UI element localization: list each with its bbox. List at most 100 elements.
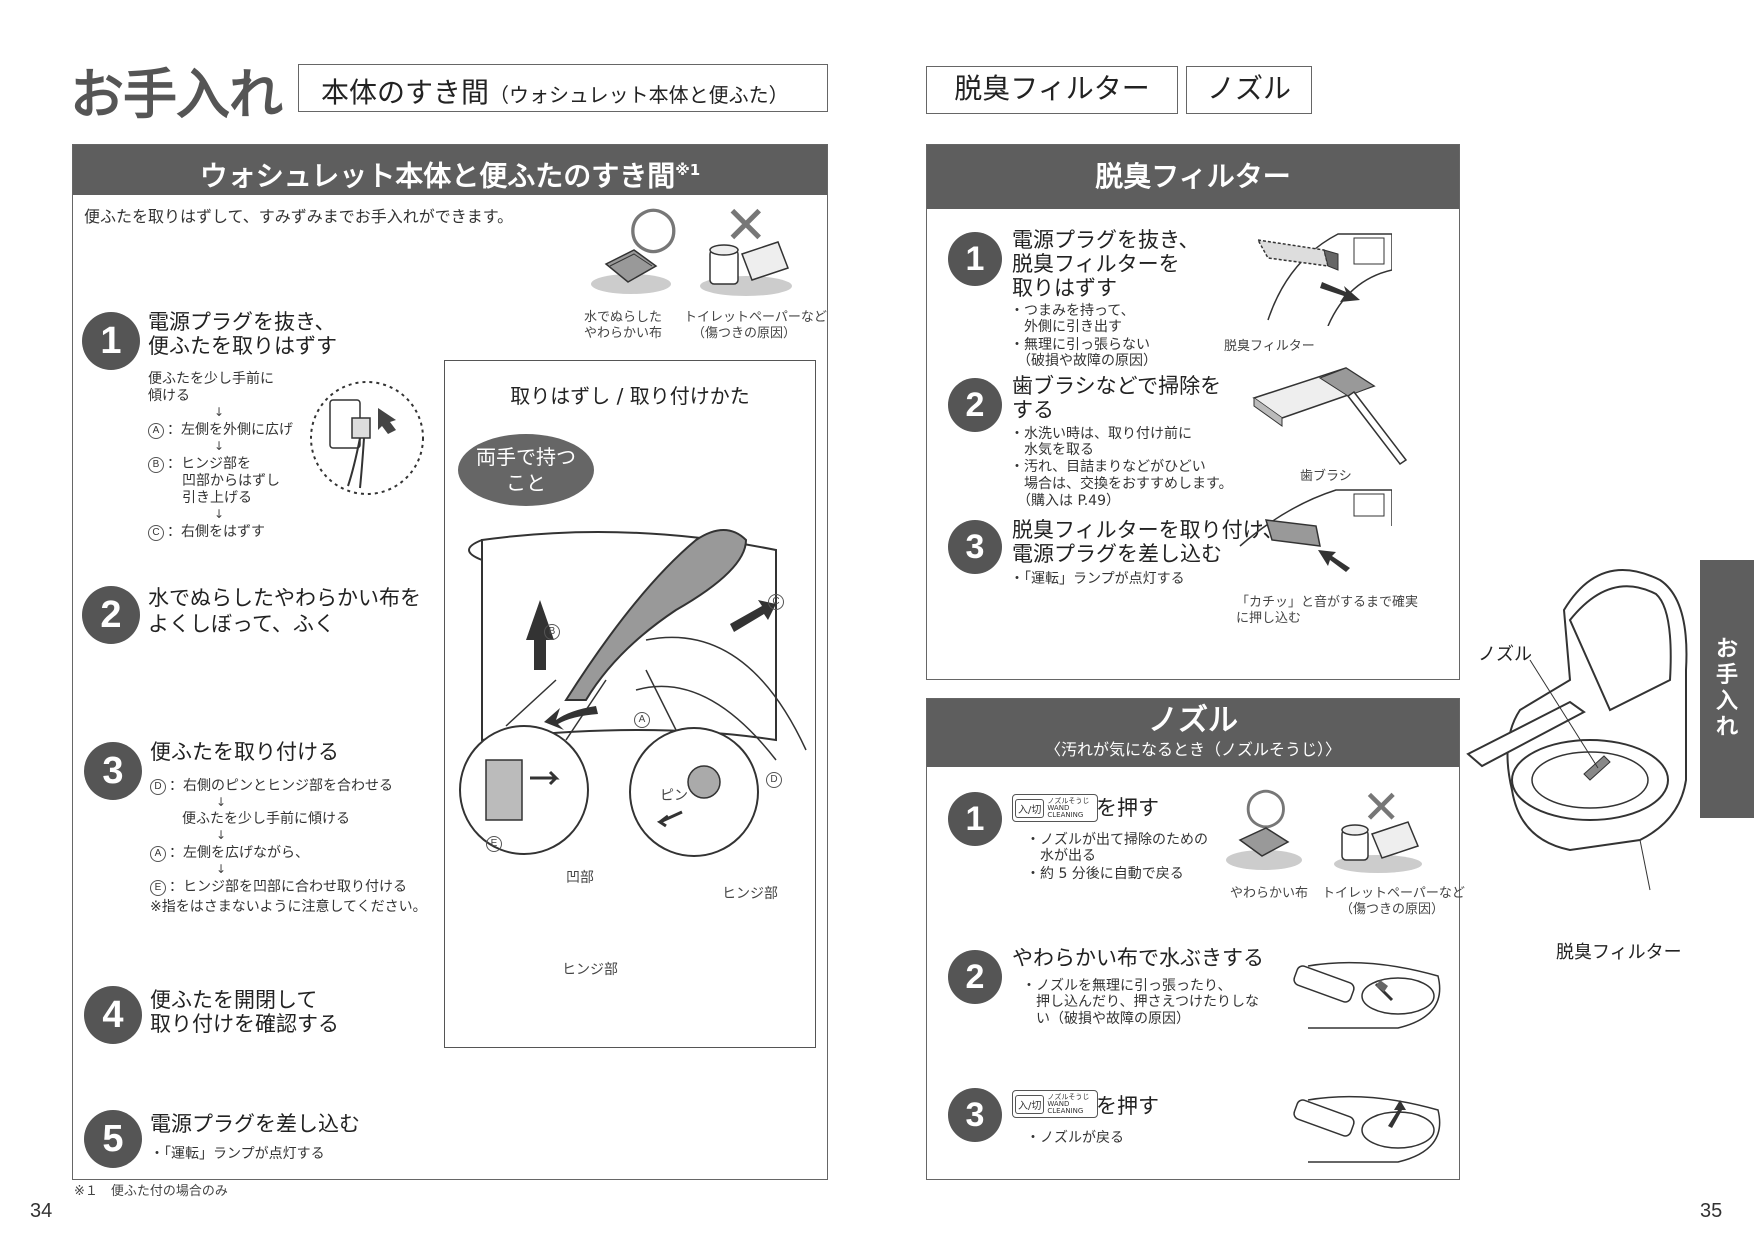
page-number-right: 35: [1700, 1200, 1723, 1222]
filter-step-1-bullet: ・無理に引っ張らない: [1010, 337, 1150, 353]
arrow-down-icon: ↓: [216, 862, 227, 876]
button-label-line: CLEANING: [1047, 1106, 1084, 1115]
circle-e-icon: E: [150, 880, 166, 896]
side-tab-char: お: [1715, 637, 1738, 662]
filter-step-3-line-1: 脱臭フィルターを取り付け、: [1012, 518, 1284, 542]
filter-step-3-bullet: ・「運転」ランプが点灯する: [1010, 571, 1185, 587]
filter-step-1-bullet: 外側に引き出す: [1010, 319, 1122, 335]
step-3-a-text: ：左側を広げながら、: [169, 845, 309, 861]
filter-step-1-line-1: 電源プラグを抜き、: [1012, 228, 1200, 252]
figure-box: [444, 360, 816, 1048]
step-1-b-text: ：ヒンジ部を: [167, 456, 251, 472]
step-2-line-1: 水でぬらしたやわらかい布を: [148, 586, 421, 610]
step-3-note: ※指をはさまないように注意してください。: [150, 899, 427, 915]
letter-a: A: [634, 712, 653, 728]
arrow-down-icon: ↓: [214, 405, 225, 419]
letter-e: E: [486, 836, 505, 852]
nozzle-section: ノズル 〈汚れが気になるとき（ノズルそうじ）〉: [926, 698, 1460, 1180]
nozzle-step-3-press: を押す: [1096, 1094, 1159, 1118]
step-1-b: B：ヒンジ部を: [148, 456, 251, 473]
filter-step-2-bullet: 場合は、交換をおすすめします。: [1010, 476, 1233, 492]
side-tab: お 手 入 れ: [1700, 560, 1754, 818]
click-caption-1: 「カチッ」と音がするまで確実: [1236, 595, 1419, 610]
filter-insert-illustration: [1239, 489, 1392, 572]
step-3-a: A：左側を広げながら、: [150, 845, 309, 862]
button-label-line: ノズルそうじ: [1047, 1092, 1090, 1101]
bubble-line-2: こと: [506, 471, 546, 495]
ng-caption-1: トイレットペーパーなど: [1322, 886, 1465, 901]
filter-step-1-line-2: 脱臭フィルターを: [1012, 252, 1180, 276]
step-1-pre-2: 傾ける: [148, 388, 190, 404]
label-deodorizer-filter: 脱臭フィルター: [1556, 942, 1682, 963]
arrow-down-icon: ↓: [214, 439, 225, 453]
letter-c: C: [768, 594, 787, 610]
circle-b-icon: B: [148, 457, 164, 473]
ok-caption-2: やわらかい布: [584, 326, 663, 341]
soft-cloth-caption: やわらかい布: [1230, 886, 1309, 901]
filter-step-2-number: 2: [948, 378, 1002, 432]
filter-header: 脱臭フィルター: [927, 145, 1459, 209]
step-3-number: 3: [84, 742, 142, 800]
section-title: ウォシュレット本体と便ふたのすき間: [199, 159, 676, 193]
unplug-illustration: [310, 381, 424, 495]
ok-mark: ○: [1244, 776, 1288, 834]
ng-mark: ✕: [1362, 780, 1401, 834]
step-1-c: C：右側をはずす: [148, 524, 265, 541]
step-1-number: 1: [82, 312, 140, 370]
step-1-b-2: 凹部からはずし: [182, 473, 280, 489]
page-number-left: 34: [30, 1200, 53, 1222]
click-caption-2: に押し込む: [1236, 611, 1302, 626]
title-box-filter: 脱臭フィルター: [926, 66, 1178, 114]
ok-mark: ○: [628, 192, 679, 260]
step-1-line-2: 便ふたを取りはずす: [148, 334, 337, 358]
letter-b: B: [544, 624, 563, 640]
tissue-illustration: [700, 241, 792, 296]
letter-d: D: [766, 772, 785, 788]
arrow-down-icon: ↓: [216, 828, 227, 842]
filter-step-2-bullet: 水気を取る: [1010, 442, 1094, 458]
arrow-down-icon: ↓: [214, 507, 225, 521]
nozzle-step-2-bullet: い（破損や故障の原因）: [1022, 1011, 1190, 1027]
filter-caption: 脱臭フィルター: [1224, 339, 1315, 354]
lid-removal-illustration: [459, 529, 807, 857]
filter-step-2-bullet: ・水洗い時は、取り付け前に: [1010, 426, 1192, 442]
intro-text: 便ふたを取りはずして、すみずみまでお手入れができます。: [84, 207, 514, 226]
brush-illustration: [1252, 367, 1408, 466]
filter-step-3-number: 3: [948, 520, 1002, 574]
arrow-down-icon: ↓: [216, 795, 227, 809]
nozzle-step-2-bullet: ・ノズルを無理に引っ張ったり、: [1022, 978, 1232, 994]
filter-step-2-bullet: ・汚れ、目詰まりなどがひどい: [1010, 459, 1206, 475]
nozzle-step-1-bullet: ・ノズルが出て掃除のための: [1026, 832, 1208, 848]
side-tab-char: れ: [1715, 715, 1738, 740]
ok-caption-1: 水でぬらした: [584, 310, 663, 325]
button-power-label: 入/切: [1015, 1094, 1045, 1114]
left-section: ウォシュレット本体と便ふたのすき間※1: [72, 144, 828, 1180]
button-label-line: CLEANING: [1047, 810, 1084, 819]
page-title: お手入れ: [70, 63, 283, 126]
step-4-number: 4: [84, 986, 142, 1044]
nozzle-step-3-number: 3: [948, 1088, 1002, 1142]
cloth-illustration: [591, 249, 671, 294]
button-power-label: 入/切: [1015, 798, 1045, 818]
wand-cleaning-button-1: 入/切 ノズルそうじ WAND CLEANING: [1012, 794, 1098, 822]
circle-e-icon: E: [486, 836, 502, 852]
step-3-tilt: 便ふたを少し手前に傾ける: [182, 811, 350, 827]
nozzle-wipe-illustration: [1293, 961, 1441, 1029]
nozzle-step-2-bullet: 押し込んだり、押さえつけたりしな: [1022, 994, 1260, 1010]
filter-step-3-line-2: 電源プラグを差し込む: [1012, 542, 1222, 566]
circle-d-icon: D: [150, 779, 166, 795]
filter-step-2-line-1: 歯ブラシなどで掃除を: [1012, 374, 1222, 398]
button-label-line: WAND: [1047, 803, 1070, 812]
side-tab-char: 手: [1715, 663, 1738, 688]
title-box: 本体のすき間（ウォシュレット本体と便ふた）: [298, 64, 828, 112]
nozzle-step-2-title: やわらかい布で水ぶきする: [1012, 946, 1264, 970]
step-3-d-text: ：右側のピンとヒンジ部を合わせる: [169, 778, 393, 794]
step-1-c-text: ：右側をはずす: [167, 524, 265, 540]
step-2-line-2: よくしぼって、ふく: [148, 612, 335, 636]
nozzle-header: ノズル 〈汚れが気になるとき（ノズルそうじ）〉: [927, 699, 1459, 767]
nozzle-step-1-bullet: ・約 5 分後に自動で戻る: [1026, 866, 1184, 882]
bubble-line-1: 両手で持つ: [476, 445, 576, 469]
step-1-a: A：左側を外側に広げ: [148, 422, 293, 439]
button-label-line: WAND: [1047, 1099, 1070, 1108]
filter-section: 脱臭フィルター: [926, 144, 1460, 680]
